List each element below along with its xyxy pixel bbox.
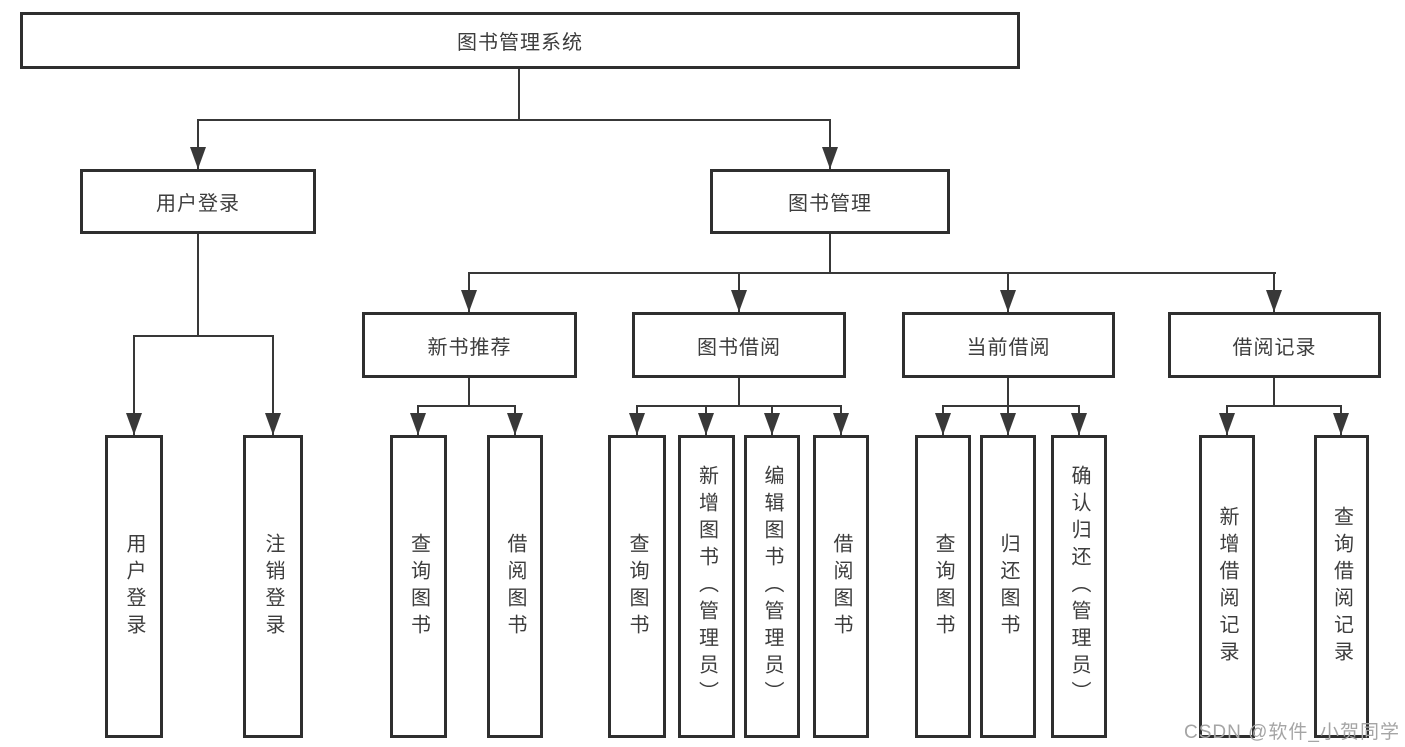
- watermark: CSDN @软件_小贺同学: [1184, 722, 1400, 743]
- node-new-book-recommend-label: 新书推荐: [427, 336, 512, 359]
- arrow-into-cb-return: [1000, 413, 1016, 435]
- leaf-cb-query-books-label: 查询图书: [932, 532, 954, 641]
- leaf-nb-borrow-books-label: 借阅图书: [504, 532, 526, 641]
- node-borrow-records: 借阅记录: [1168, 312, 1381, 378]
- connector-login-crossbar: [133, 335, 274, 337]
- connector-bookborrow-crossbar: [636, 405, 842, 407]
- arrow-into-rec-query: [1333, 413, 1349, 435]
- leaf-user-login: 用户登录: [105, 435, 163, 738]
- connector-stem-user-login-group: [197, 119, 199, 169]
- arrow-into-bb-add: [698, 413, 714, 435]
- arrow-into-leaf-logout: [265, 413, 281, 435]
- leaf-bb-query-books-label: 查询图书: [626, 532, 648, 641]
- arrow-into-book-borrow: [731, 290, 747, 312]
- leaf-logout-label: 注销登录: [262, 532, 284, 641]
- connector-current-crossbar: [942, 405, 1080, 407]
- leaf-nb-query-books: 查询图书: [390, 435, 447, 738]
- arrow-into-bb-query: [629, 413, 645, 435]
- leaf-nb-borrow-books: 借阅图书: [487, 435, 543, 738]
- leaf-bb-borrow-books: 借阅图书: [813, 435, 869, 738]
- arrow-into-current-borrow: [1000, 290, 1016, 312]
- leaf-user-login-label: 用户登录: [123, 532, 145, 641]
- arrow-into-leaf-user-login: [126, 413, 142, 435]
- connector-newbooks-crossbar: [417, 405, 516, 407]
- arrow-into-borrow-records: [1266, 290, 1282, 312]
- leaf-bb-add-books-admin: 新增图书（管理员）: [678, 435, 735, 738]
- node-current-borrowing: 当前借阅: [902, 312, 1115, 378]
- arrow-into-cb-query: [935, 413, 951, 435]
- arrow-into-new-books: [461, 290, 477, 312]
- leaf-rec-add-borrow-record: 新增借阅记录: [1199, 435, 1255, 738]
- leaf-cb-return-books: 归还图书: [980, 435, 1036, 738]
- node-current-borrowing-label: 当前借阅: [966, 336, 1051, 359]
- arrow-into-rec-add: [1219, 413, 1235, 435]
- leaf-bb-query-books: 查询图书: [608, 435, 666, 738]
- leaf-logout: 注销登录: [243, 435, 303, 738]
- connector-records-crossbar: [1226, 405, 1342, 407]
- connector-records-stem: [1273, 378, 1275, 406]
- node-book-management: 图书管理: [710, 169, 950, 234]
- leaf-cb-confirm-return-admin-label: 确认归还（管理员）: [1068, 465, 1090, 708]
- connector-stem-book-management: [829, 119, 831, 169]
- leaf-bb-edit-books-admin: 编辑图书（管理员）: [744, 435, 800, 738]
- node-user-login-group: 用户登录: [80, 169, 316, 234]
- connector-mgmt-stem: [829, 234, 831, 273]
- arrow-into-user-login-group: [190, 147, 206, 169]
- connector-bookborrow-stem: [738, 378, 740, 406]
- connector-stem-leaf-user-login: [133, 335, 135, 435]
- connector-newbooks-stem: [468, 378, 470, 406]
- arrow-into-book-management: [822, 147, 838, 169]
- leaf-rec-query-borrow-record-label: 查询借阅记录: [1330, 505, 1353, 668]
- connector-stem-leaf-logout: [272, 335, 274, 435]
- node-root-label: 图书管理系统: [457, 32, 583, 54]
- node-book-borrowing-label: 图书借阅: [697, 336, 781, 359]
- node-book-management-label: 图书管理: [788, 193, 872, 215]
- leaf-cb-query-books: 查询图书: [915, 435, 971, 738]
- arrow-into-bb-edit: [764, 413, 780, 435]
- leaf-bb-add-books-admin-label: 新增图书（管理员）: [695, 465, 718, 708]
- leaf-bb-edit-books-admin-label: 编辑图书（管理员）: [761, 465, 783, 708]
- leaf-cb-confirm-return-admin: 确认归还（管理员）: [1051, 435, 1107, 738]
- connector-current-stem: [1007, 378, 1009, 406]
- node-root: 图书管理系统: [20, 12, 1020, 69]
- leaf-bb-borrow-books-label: 借阅图书: [830, 532, 852, 641]
- node-user-login-group-label: 用户登录: [156, 193, 240, 215]
- leaf-rec-add-borrow-record-label: 新增借阅记录: [1216, 505, 1238, 668]
- arrow-into-nb-query: [410, 413, 426, 435]
- connector-mgmt-crossbar: [468, 272, 1276, 274]
- leaf-cb-return-books-label: 归还图书: [997, 532, 1019, 641]
- leaf-rec-query-borrow-record: 查询借阅记录: [1314, 435, 1369, 738]
- connector-root-stem: [518, 69, 520, 120]
- node-new-book-recommend: 新书推荐: [362, 312, 577, 378]
- leaf-nb-query-books-label: 查询图书: [407, 532, 430, 641]
- arrow-into-cb-confirm: [1071, 413, 1087, 435]
- node-borrow-records-label: 借阅记录: [1232, 336, 1317, 359]
- arrow-into-nb-borrow: [507, 413, 523, 435]
- connector-login-stem: [197, 234, 199, 336]
- node-book-borrowing: 图书借阅: [632, 312, 846, 378]
- connector-root-crossbar: [197, 119, 831, 121]
- arrow-into-bb-borrow: [833, 413, 849, 435]
